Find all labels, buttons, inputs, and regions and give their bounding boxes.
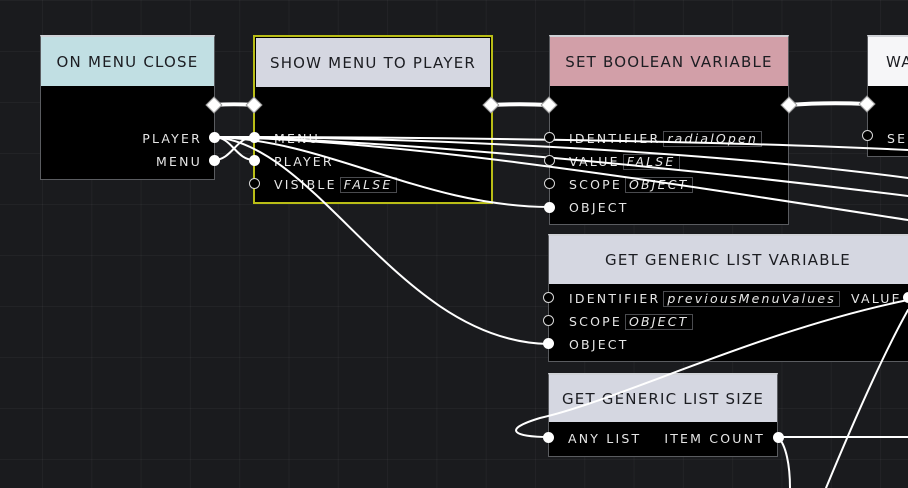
node-title: ON MENU CLOSE [56, 52, 199, 71]
input-player-label: PLAYER [274, 154, 334, 169]
node-get-generic-list-size[interactable]: GET GENERIC LIST SIZE ANY LIST ITEM COUN… [548, 373, 778, 457]
output-player-label: PLAYER [142, 131, 202, 146]
output-value-port[interactable] [903, 292, 908, 303]
input-scope-port[interactable] [543, 315, 554, 326]
output-player-port[interactable] [209, 132, 220, 143]
input-object-label: OBJECT [569, 200, 629, 215]
input-scope-label: SCOPE [569, 177, 622, 192]
node-header[interactable]: WA [868, 37, 908, 86]
input-identifier-port[interactable] [543, 292, 554, 303]
node-title: WA [886, 52, 908, 71]
node-title: SET BOOLEAN VARIABLE [565, 52, 773, 71]
node-title: GET GENERIC LIST SIZE [561, 389, 765, 408]
node-wait[interactable]: WA SE [867, 35, 908, 157]
output-item-count-port[interactable] [773, 432, 784, 443]
input-identifier-label: IDENTIFIER [569, 291, 661, 306]
input-scope-label: SCOPE [569, 314, 622, 329]
node-title: GET GENERIC LIST VARIABLE [605, 251, 851, 269]
input-object-label: OBJECT [569, 337, 629, 352]
input-visible-port[interactable] [249, 178, 260, 189]
exec-wire[interactable] [787, 101, 869, 107]
input-identifier-port[interactable] [544, 132, 555, 143]
input-menu-label: MENU [274, 131, 320, 146]
input-visible-value[interactable]: FALSE [339, 177, 397, 193]
node-on-menu-close[interactable]: ON MENU CLOSE PLAYER MENU [40, 35, 215, 180]
input-se-port[interactable] [862, 130, 873, 141]
output-value-label: VALUE [851, 291, 902, 306]
input-visible-label: VISIBLE [274, 177, 337, 192]
node-header[interactable]: GET GENERIC LIST VARIABLE [549, 236, 908, 284]
node-header[interactable]: GET GENERIC LIST SIZE [549, 375, 777, 422]
data-wire[interactable] [777, 436, 791, 488]
input-scope-value[interactable]: OBJECT [624, 177, 693, 193]
input-value-label: VALUE [569, 154, 620, 169]
node-title: SHOW MENU TO PLAYER [269, 53, 477, 72]
output-menu-label: MENU [156, 154, 202, 169]
input-object-port[interactable] [543, 338, 554, 349]
node-header[interactable]: SET BOOLEAN VARIABLE [550, 37, 788, 86]
input-identifier-value[interactable]: previousMenuValues [663, 291, 840, 307]
input-se-label: SE [887, 131, 908, 146]
node-header[interactable]: SHOW MENU TO PLAYER [256, 38, 490, 87]
input-player-port[interactable] [249, 155, 260, 166]
data-wire[interactable] [213, 136, 255, 161]
data-wire[interactable] [213, 136, 255, 161]
output-item-count-label: ITEM COUNT [664, 431, 765, 446]
input-any-list-port[interactable] [543, 432, 554, 443]
input-identifier-label: IDENTIFIER [569, 131, 661, 146]
node-header[interactable]: ON MENU CLOSE [41, 37, 214, 86]
input-object-port[interactable] [544, 202, 555, 213]
input-scope-port[interactable] [544, 178, 555, 189]
input-value-port[interactable] [544, 155, 555, 166]
input-any-list-label: ANY LIST [568, 431, 642, 446]
input-menu-port[interactable] [249, 132, 260, 143]
input-scope-value[interactable]: OBJECT [624, 314, 693, 330]
input-value-value[interactable]: FALSE [622, 154, 680, 170]
input-identifier-value[interactable]: radialOpen [663, 131, 763, 147]
output-menu-port[interactable] [209, 155, 220, 166]
